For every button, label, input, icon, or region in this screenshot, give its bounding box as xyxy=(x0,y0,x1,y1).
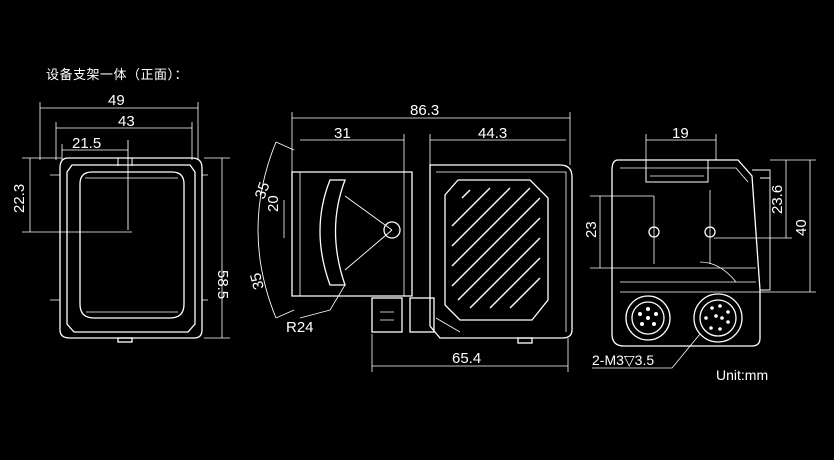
dim-angle-lower: 35 xyxy=(247,271,268,292)
side-view-hatched-panel xyxy=(444,179,549,321)
pivot-hole xyxy=(383,221,401,239)
dim-overall-height: 58.5 xyxy=(214,270,231,299)
dim-left-section: 31 xyxy=(334,125,351,142)
dim-23-6-line xyxy=(714,159,792,239)
dim-angle-upper: 35 xyxy=(252,180,274,201)
front-view-window xyxy=(79,171,185,319)
drawing-heading: 设备支架一体（正面）： xyxy=(46,68,189,83)
thread-label: 2-M3▽3.5 xyxy=(592,352,654,368)
connector-right xyxy=(693,293,743,343)
dim-21-5-line xyxy=(61,144,128,160)
dim-inner-width: 43 xyxy=(118,113,135,130)
dim-40-line xyxy=(760,159,816,293)
front-view-inner-frame xyxy=(66,164,196,333)
dim-58-5-line xyxy=(204,157,230,339)
dim-23-line xyxy=(590,195,654,269)
dim-overall-width: 49 xyxy=(108,92,125,109)
dim-49-line xyxy=(39,102,199,160)
hatch-lines xyxy=(451,187,541,309)
dim-19-line xyxy=(645,134,717,160)
radius-label: R24 xyxy=(286,319,314,336)
dim-22-3-line xyxy=(22,157,132,233)
front-view-outline xyxy=(59,157,203,339)
dim-window-height: 22.3 xyxy=(11,184,28,213)
rear-view: 19 23 23.6 40 2-M3▽3.5 xyxy=(583,125,816,369)
side-view-bracket xyxy=(291,171,413,297)
dim-offset: 20 xyxy=(265,195,282,212)
connector-left xyxy=(625,295,671,341)
dim-65-4-line xyxy=(371,334,569,372)
dim-31-line xyxy=(300,134,405,172)
dim-43-line xyxy=(55,122,193,160)
dim-top-width: 19 xyxy=(672,125,689,142)
dim-right-total: 40 xyxy=(793,219,810,236)
side-view-sensor-body xyxy=(429,164,573,339)
front-view: 49 43 21.5 22.3 58.5 xyxy=(11,92,231,343)
dim-left-height: 23 xyxy=(583,221,600,238)
side-view: 35 20 35 R24 86.3 31 44.3 65. xyxy=(247,102,573,372)
dim-right-upper: 23.6 xyxy=(769,185,786,214)
dim-window-width: 21.5 xyxy=(72,135,101,152)
dim-44-3-line xyxy=(429,134,566,165)
side-view-arc-slot xyxy=(319,179,346,286)
dim-overall-length: 86.3 xyxy=(410,102,439,119)
dim-86-3-line xyxy=(291,112,571,172)
dim-right-section: 44.3 xyxy=(478,125,507,142)
unit-label: Unit:mm xyxy=(716,367,768,383)
dim-bottom-length: 65.4 xyxy=(452,350,481,367)
rear-view-body xyxy=(611,159,761,347)
